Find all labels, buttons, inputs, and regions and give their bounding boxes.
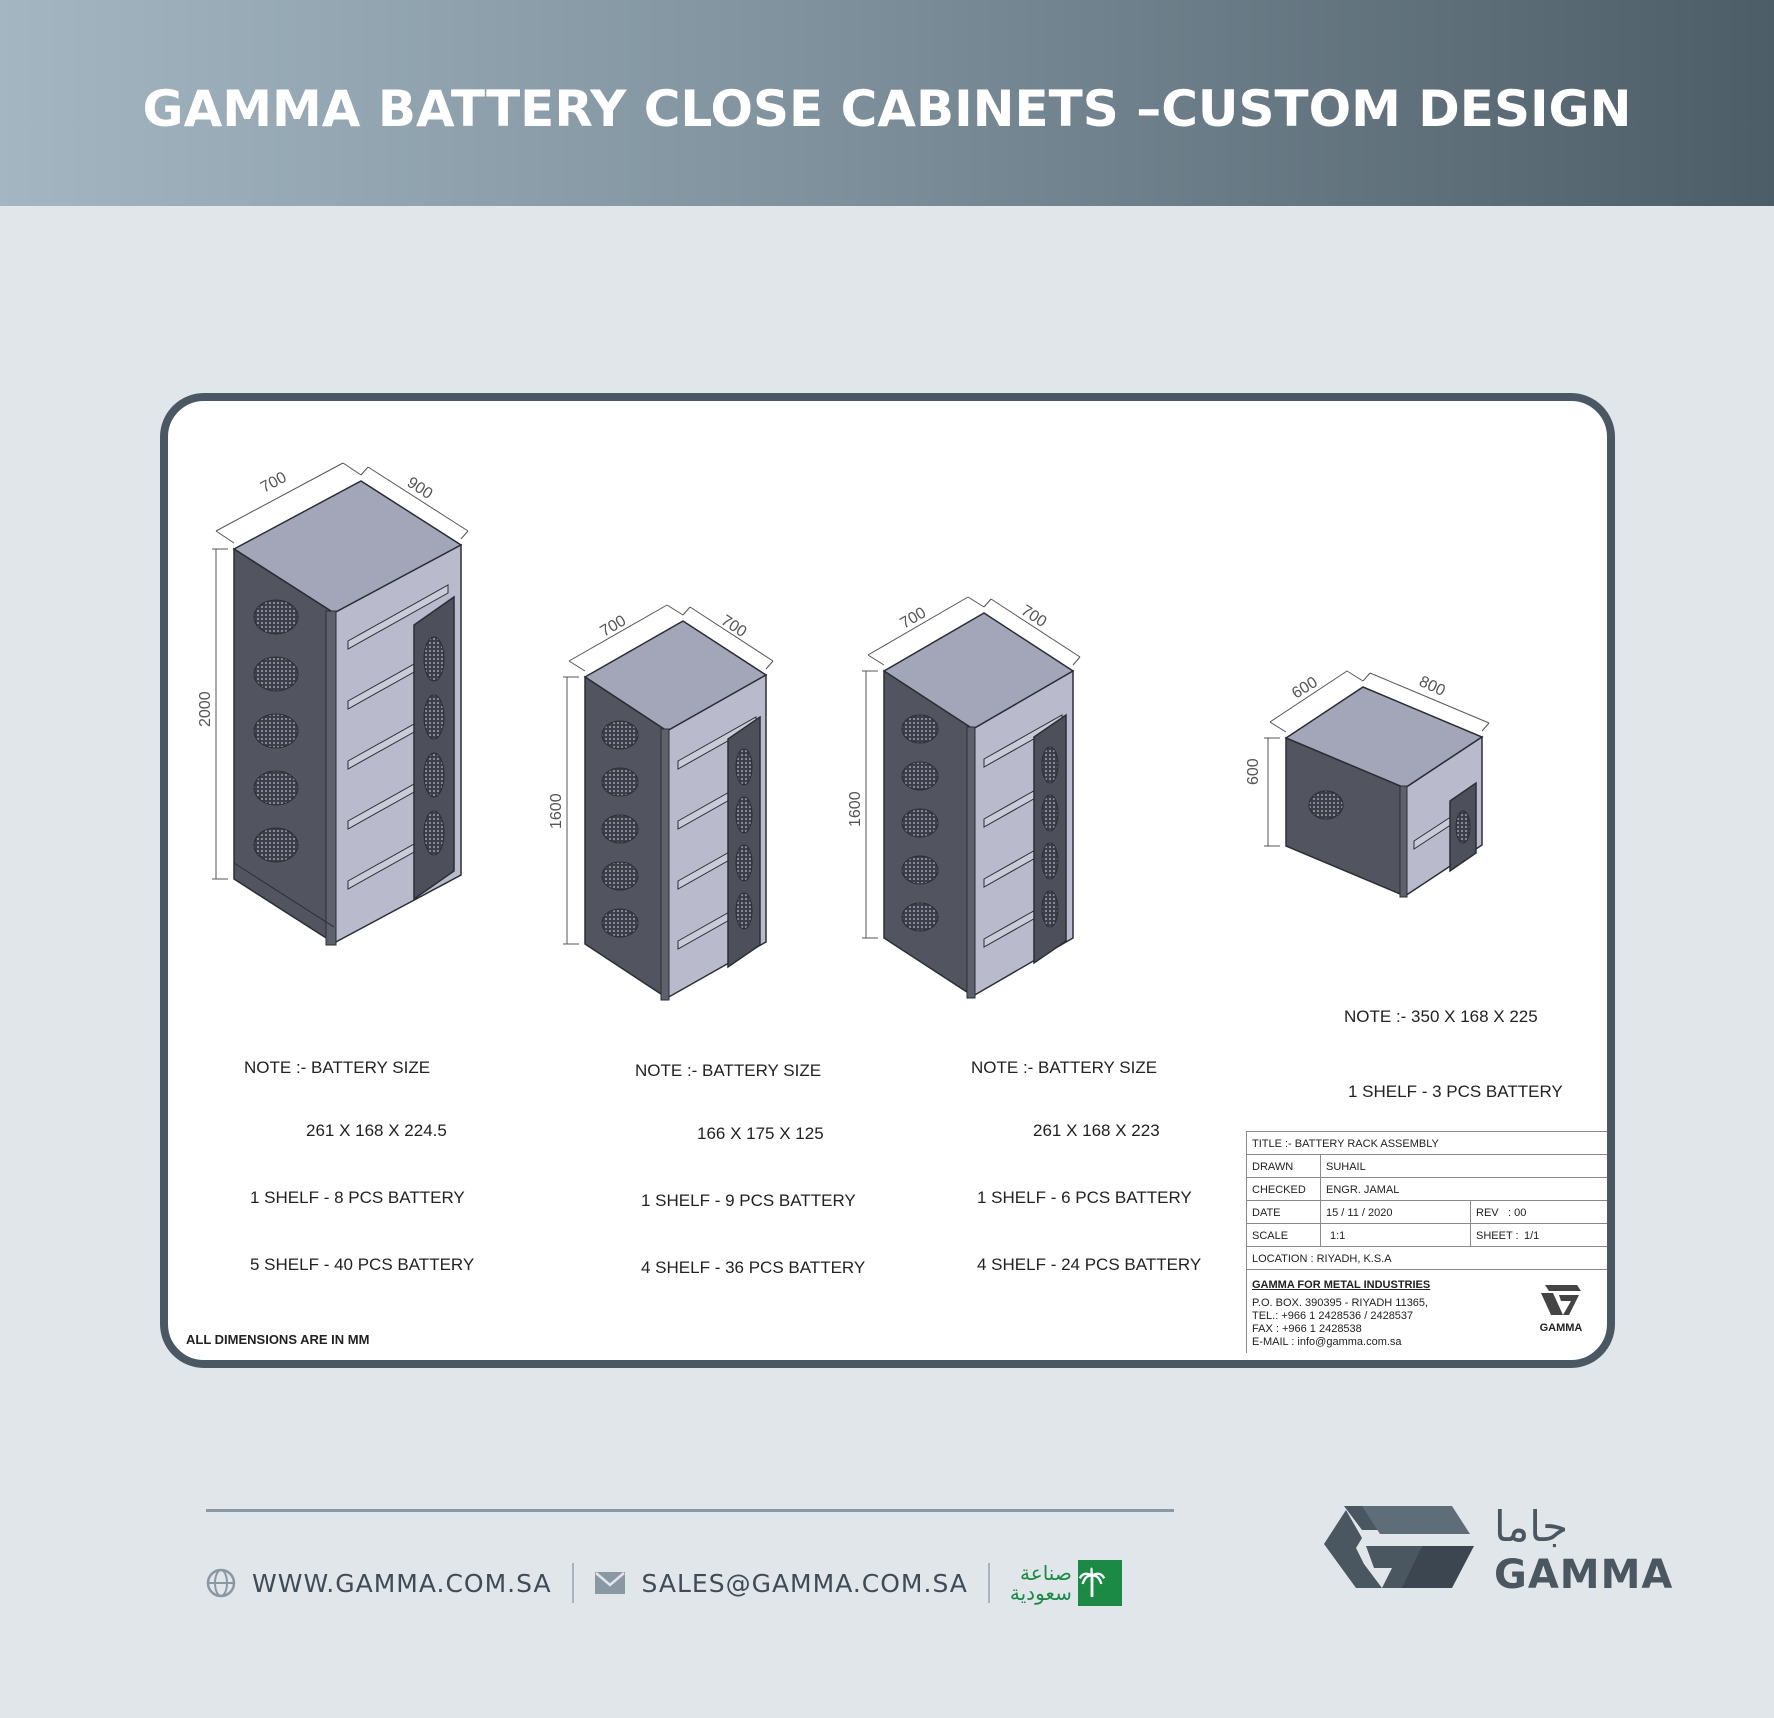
tb-location: LOCATION : RIYADH, K.S.A bbox=[1252, 1253, 1392, 1265]
technical-drawing: 700 900 2000 bbox=[197, 462, 1490, 1001]
note-line: 261 X 168 X 224.5 bbox=[306, 1121, 447, 1141]
cabinet-1-height-label: 2000 bbox=[197, 691, 214, 727]
tb-scale-label: SCALE bbox=[1252, 1230, 1289, 1242]
tb-email: E-MAIL : info@gamma.com.sa bbox=[1252, 1336, 1402, 1348]
title-block: TITLE :- BATTERY RACK ASSEMBLY DRAWN SUH… bbox=[1246, 1131, 1607, 1353]
footer-contacts: WWW.GAMMA.COM.SA SALES@GAMMA.COM.SA صناع… bbox=[206, 1558, 1122, 1608]
tb-checked-value: ENGR. JAMAL bbox=[1326, 1184, 1400, 1196]
drawing-frame: 700 900 2000 bbox=[160, 393, 1615, 1368]
cabinet-4-height-label: 600 bbox=[1245, 758, 1262, 785]
note-line: NOTE :- BATTERY SIZE bbox=[971, 1057, 1158, 1077]
saudi-made-line2: سعودية bbox=[1009, 1581, 1072, 1605]
website-text: WWW.GAMMA.COM.SA bbox=[252, 1568, 552, 1598]
note-line: NOTE :- BATTERY SIZE bbox=[635, 1060, 822, 1080]
tb-logo-label: GAMMA bbox=[1539, 1322, 1583, 1334]
globe-icon bbox=[206, 1568, 236, 1598]
gamma-logo-icon bbox=[1541, 1285, 1581, 1315]
cabinet-3-note: NOTE :- BATTERY SIZE 261 X 168 X 223 1 S… bbox=[971, 1014, 1201, 1318]
tb-title: TITLE :- BATTERY RACK ASSEMBLY bbox=[1252, 1138, 1439, 1150]
tb-sheet-value: 1/1 bbox=[1524, 1230, 1540, 1242]
saudi-made-line1: صناعة bbox=[1020, 1561, 1072, 1585]
gamma-logo-icon bbox=[1324, 1506, 1474, 1588]
note-line: 1 SHELF - 8 PCS BATTERY bbox=[250, 1188, 465, 1207]
mail-icon bbox=[594, 1572, 625, 1594]
cabinet-3: 700 700 1600 bbox=[847, 596, 1081, 999]
tb-company: GAMMA FOR METAL INDUSTRIES P.O. BOX. 390… bbox=[1252, 1279, 1430, 1349]
email-text: SALES@GAMMA.COM.SA bbox=[641, 1568, 968, 1598]
note-line: 1 SHELF - 6 PCS BATTERY bbox=[977, 1188, 1192, 1207]
cabinet-2-depth-label: 700 bbox=[718, 612, 750, 641]
note-line: 166 X 175 X 125 bbox=[697, 1124, 824, 1144]
cabinet-2-note: NOTE :- BATTERY SIZE 166 X 175 X 125 1 S… bbox=[635, 1017, 865, 1321]
tb-sheet-label: SHEET : bbox=[1476, 1230, 1519, 1242]
note-line: 1 SHELF - 9 PCS BATTERY bbox=[641, 1191, 856, 1210]
tb-gamma-logo: GAMMA bbox=[1526, 1283, 1596, 1349]
cabinet-4-depth-label: 800 bbox=[1416, 673, 1447, 700]
cabinet-2: 700 700 1600 bbox=[548, 604, 774, 1001]
tb-drawn-label: DRAWN bbox=[1252, 1161, 1294, 1173]
tb-checked-label: CHECKED bbox=[1252, 1184, 1306, 1196]
note-line: 261 X 168 X 223 bbox=[1033, 1121, 1160, 1141]
footer-separator bbox=[571, 1563, 574, 1603]
cabinet-4-note: NOTE :- 350 X 168 X 225 1 SHELF - 3 PCS … bbox=[1344, 963, 1563, 1145]
tb-company-name: GAMMA FOR METAL INDUSTRIES bbox=[1252, 1279, 1431, 1291]
tb-tel: TEL.: +966 1 2428536 / 2428537 bbox=[1252, 1310, 1414, 1322]
saudi-made-badge: صناعة سعودية bbox=[1010, 1560, 1122, 1606]
cabinet-1-note: NOTE :- BATTERY SIZE 261 X 168 X 224.5 1… bbox=[244, 1014, 474, 1318]
website-link[interactable]: WWW.GAMMA.COM.SA bbox=[206, 1568, 552, 1598]
note-line: 1 SHELF - 3 PCS BATTERY bbox=[1348, 1082, 1563, 1102]
footer-divider bbox=[206, 1509, 1174, 1512]
tb-scale-value: 1:1 bbox=[1330, 1230, 1346, 1242]
cabinet-3-height-label: 1600 bbox=[847, 791, 864, 827]
brand-latin: GAMMA bbox=[1494, 1552, 1674, 1598]
note-line: NOTE :- BATTERY SIZE bbox=[244, 1057, 431, 1077]
gamma-brand: جاما GAMMA bbox=[1322, 1498, 1672, 1598]
cabinet-1-width-label: 700 bbox=[258, 469, 290, 497]
tb-rev-label: REV bbox=[1476, 1207, 1499, 1219]
dimensions-note: ALL DIMENSIONS ARE IN MM bbox=[186, 1332, 370, 1347]
cabinet-4: 600 800 600 bbox=[1245, 670, 1490, 898]
tb-address: P.O. BOX. 390395 - RIYADH 11365, bbox=[1252, 1297, 1429, 1309]
cabinet-2-width-label: 700 bbox=[598, 612, 630, 640]
cabinet-1-depth-label: 900 bbox=[404, 474, 436, 503]
note-line: NOTE :- 350 X 168 X 225 bbox=[1344, 1006, 1538, 1026]
header-banner: GAMMA BATTERY CLOSE CABINETS –CUSTOM DES… bbox=[0, 0, 1774, 206]
footer-separator bbox=[987, 1563, 990, 1603]
cabinet-2-height-label: 1600 bbox=[548, 793, 565, 829]
email-link[interactable]: SALES@GAMMA.COM.SA bbox=[594, 1569, 968, 1598]
cabinet-4-width-label: 600 bbox=[1289, 674, 1321, 703]
tb-date-value: 15 / 11 / 2020 bbox=[1326, 1207, 1393, 1219]
tb-date-label: DATE bbox=[1252, 1207, 1281, 1219]
cabinet-3-depth-label: 700 bbox=[1018, 602, 1050, 631]
page-title: GAMMA BATTERY CLOSE CABINETS –CUSTOM DES… bbox=[142, 80, 1632, 138]
palm-icon bbox=[1078, 1567, 1106, 1597]
note-line: 4 SHELF - 36 PCS BATTERY bbox=[641, 1257, 866, 1277]
note-line: 5 SHELF - 40 PCS BATTERY bbox=[250, 1254, 475, 1274]
tb-rev-value: : 00 bbox=[1508, 1207, 1527, 1219]
note-line: 4 SHELF - 24 PCS BATTERY bbox=[977, 1254, 1202, 1274]
tb-drawn-value: SUHAIL bbox=[1326, 1161, 1366, 1173]
cabinet-1: 700 900 2000 bbox=[197, 462, 469, 946]
tb-fax: FAX : +966 1 2428538 bbox=[1252, 1323, 1362, 1335]
brand-arabic: جاما bbox=[1494, 1502, 1569, 1551]
